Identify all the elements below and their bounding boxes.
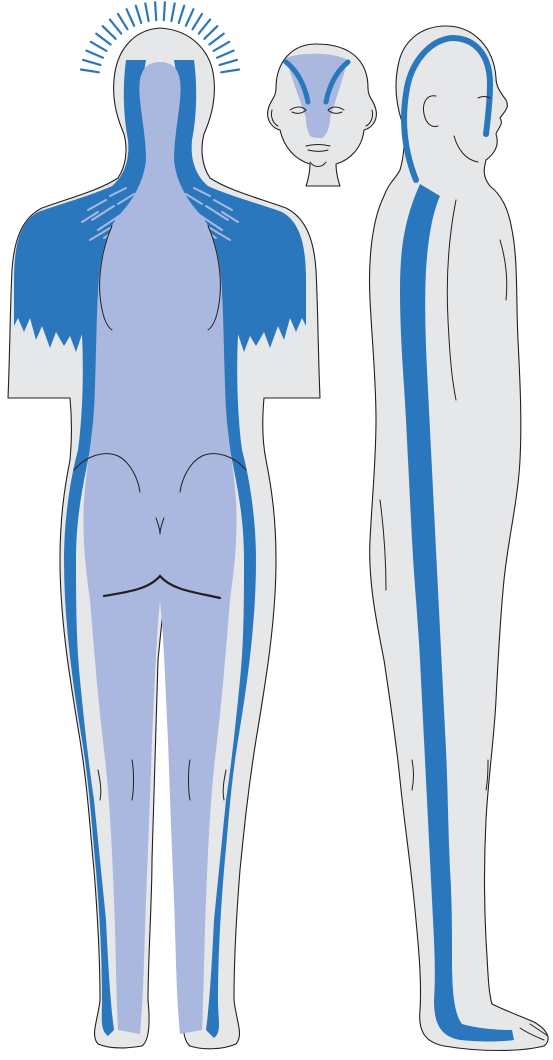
halo-ray <box>220 60 237 65</box>
halo-ray <box>136 6 141 23</box>
halo-ray <box>186 9 194 25</box>
halo-ray <box>96 34 110 45</box>
halo-ray <box>103 26 116 39</box>
halo-ray <box>164 2 165 20</box>
halo-ray <box>155 2 156 20</box>
halo-ray <box>83 60 100 65</box>
halo-ray <box>171 3 174 21</box>
halo-ray <box>209 34 223 45</box>
face-view <box>268 44 377 186</box>
halo-ray <box>110 20 121 34</box>
halo-ray <box>145 3 148 21</box>
posterior-body-view <box>8 2 320 1049</box>
halo-ray <box>217 51 234 58</box>
lateral-body-silhouette <box>370 26 549 1051</box>
halo-ray <box>214 42 230 51</box>
lateral-body-view <box>370 26 549 1051</box>
halo-ray <box>81 70 99 73</box>
halo-ray <box>199 20 210 34</box>
halo-ray <box>179 6 184 23</box>
halo-ray <box>221 70 239 73</box>
halo-ray <box>193 14 202 29</box>
halo-ray <box>86 51 103 58</box>
halo-ray <box>127 9 135 25</box>
halo-ray <box>204 26 217 39</box>
halo-ray <box>91 42 107 51</box>
halo-ray <box>118 14 127 29</box>
